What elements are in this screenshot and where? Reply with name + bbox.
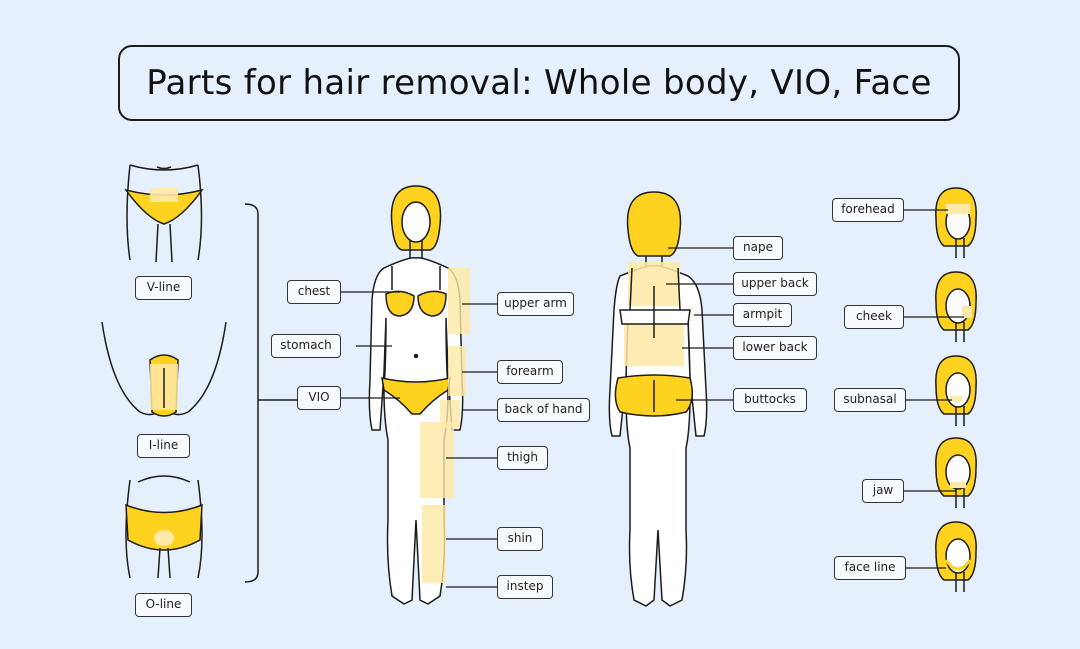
page-title: Parts for hair removal: Whole body, VIO,… — [118, 45, 960, 121]
label-thigh: thigh — [497, 446, 548, 470]
o-line-illustration — [125, 475, 203, 579]
label-shin: shin — [497, 527, 543, 551]
label-v-line: V-line — [135, 276, 192, 300]
face-subnasal — [935, 355, 977, 426]
front-body-figure — [368, 185, 470, 605]
face-jaw — [935, 437, 977, 508]
label-face-line: face line — [834, 556, 906, 580]
face-face-line — [935, 521, 977, 592]
label-forearm: forearm — [497, 360, 563, 384]
vio-bracket — [244, 203, 300, 583]
face-forehead — [935, 187, 977, 258]
label-armpit: armpit — [733, 303, 792, 327]
label-vio: VIO — [297, 386, 341, 410]
label-back-of-hand: back of hand — [497, 398, 590, 422]
label-buttocks: buttocks — [733, 388, 807, 412]
label-instep: instep — [497, 575, 553, 599]
face-cheek — [935, 271, 977, 342]
v-line-illustration — [124, 164, 204, 263]
label-o-line: O-line — [135, 593, 192, 617]
label-upper-arm: upper arm — [497, 292, 574, 316]
label-lower-back: lower back — [733, 336, 817, 360]
label-cheek: cheek — [844, 305, 904, 329]
label-chest: chest — [287, 280, 341, 304]
label-stomach: stomach — [271, 334, 341, 358]
label-i-line: I-line — [137, 434, 190, 458]
label-nape: nape — [733, 236, 783, 260]
label-forehead: forehead — [832, 198, 904, 222]
back-body-figure — [608, 191, 708, 607]
label-upper-back: upper back — [733, 272, 817, 296]
label-subnasal: subnasal — [834, 388, 906, 412]
leader-lines — [340, 209, 964, 588]
i-line-illustration — [101, 321, 227, 417]
label-jaw: jaw — [862, 479, 904, 503]
